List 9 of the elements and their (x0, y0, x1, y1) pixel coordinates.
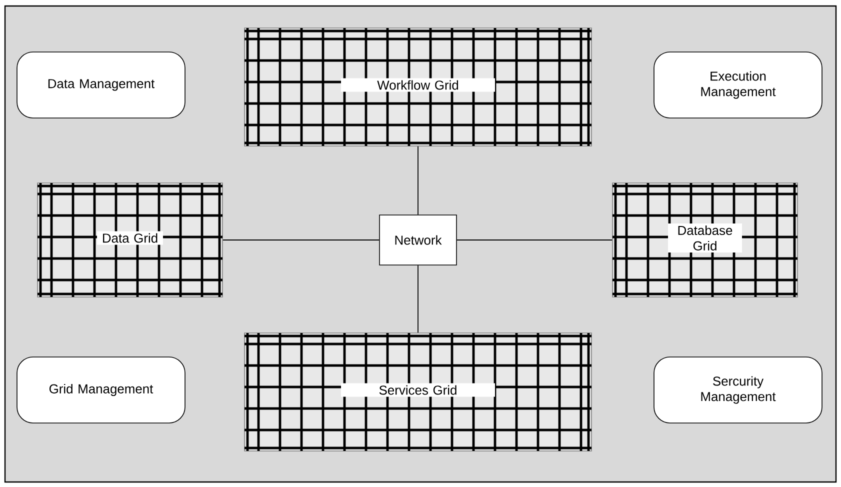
grid-box: Services Grid (244, 332, 592, 452)
network-box: Network (379, 214, 457, 266)
management-box: Grid Management (16, 356, 186, 424)
grid-box: Data Grid (37, 182, 223, 298)
grid-box: Database Grid (612, 182, 798, 298)
grid-box: Workflow Grid (244, 28, 592, 146)
management-box: Sercurity Management (654, 356, 822, 424)
management-box: Data Management (16, 52, 186, 118)
management-box: Execution Management (654, 52, 822, 118)
